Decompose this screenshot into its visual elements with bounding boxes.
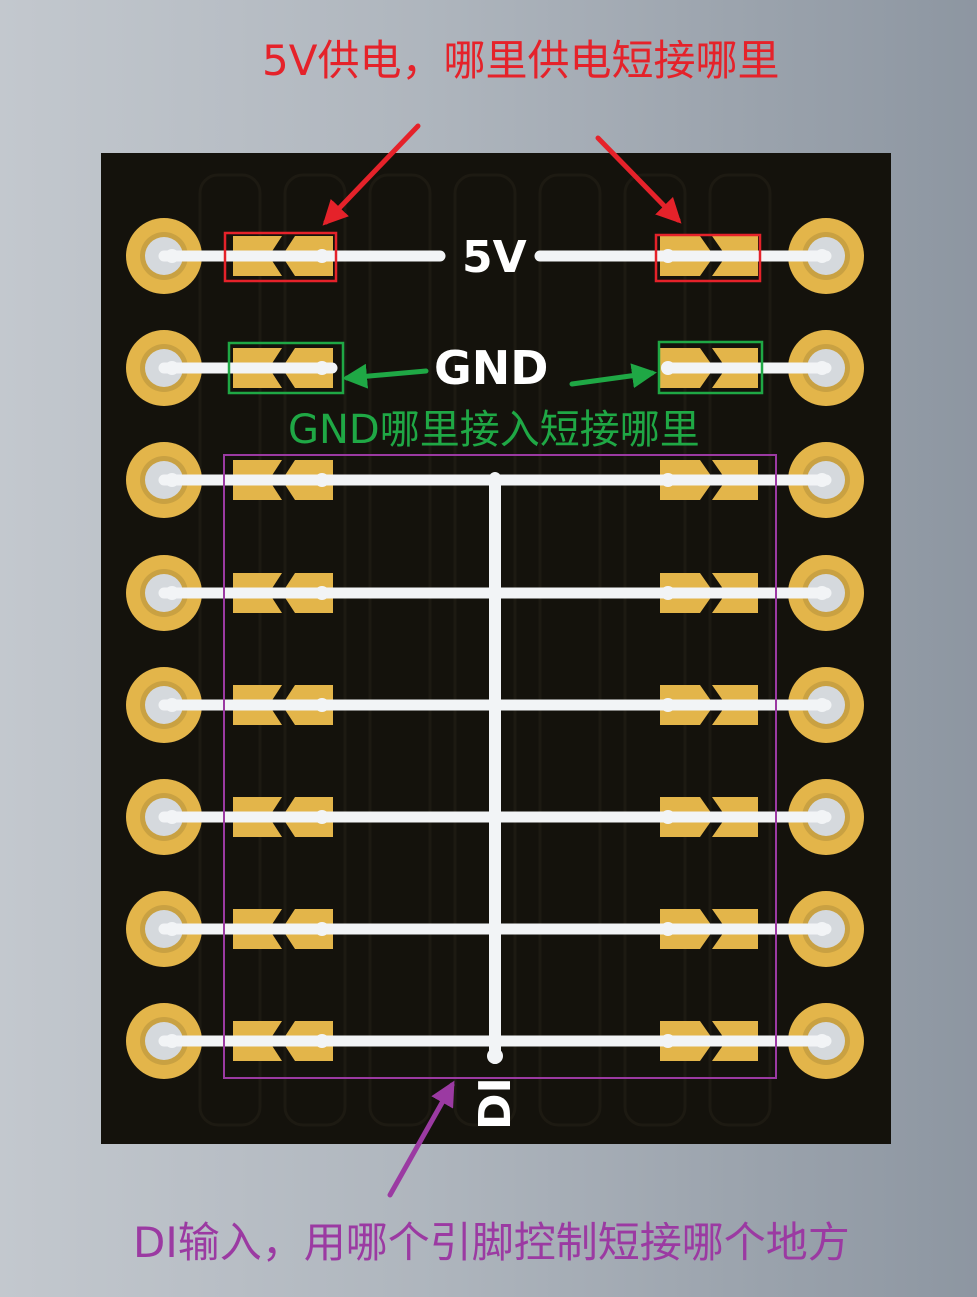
gnd-left-arrow bbox=[342, 363, 429, 389]
di-bus bbox=[487, 472, 503, 1064]
pin-row-di bbox=[126, 1003, 864, 1079]
5v-left-pad-highlight bbox=[223, 231, 338, 283]
5v-right-arrow bbox=[595, 135, 682, 224]
pin-row-gnd bbox=[126, 330, 864, 406]
pin-row-5v bbox=[126, 218, 864, 294]
5v-right-pad-highlight bbox=[654, 233, 762, 283]
5v-annotation-caption: 5V供电，哪里供电短接哪里 bbox=[262, 36, 780, 85]
5v-silkscreen-label: 5V bbox=[462, 232, 527, 283]
gnd-right-pad-highlight bbox=[657, 340, 764, 395]
di-pads-highlight bbox=[223, 454, 777, 1079]
di-arrow bbox=[387, 1080, 455, 1198]
gnd-silkscreen-label: GND bbox=[434, 341, 549, 395]
gnd-annotation-caption: GND哪里接入短接哪里 bbox=[288, 407, 700, 453]
pin-row-di bbox=[126, 442, 864, 518]
pin-row-di bbox=[126, 667, 864, 743]
trace bbox=[158, 361, 832, 375]
5v-left-arrow bbox=[322, 123, 421, 226]
di-silkscreen-label: DI bbox=[470, 1077, 521, 1130]
di-annotation-caption: DI输入，用哪个引脚控制短接哪个地方 bbox=[133, 1218, 850, 1267]
right-through-hole-pin bbox=[788, 555, 864, 631]
gnd-right-arrow bbox=[569, 363, 657, 389]
board-ground-pour bbox=[198, 173, 772, 1127]
trace bbox=[158, 249, 832, 263]
